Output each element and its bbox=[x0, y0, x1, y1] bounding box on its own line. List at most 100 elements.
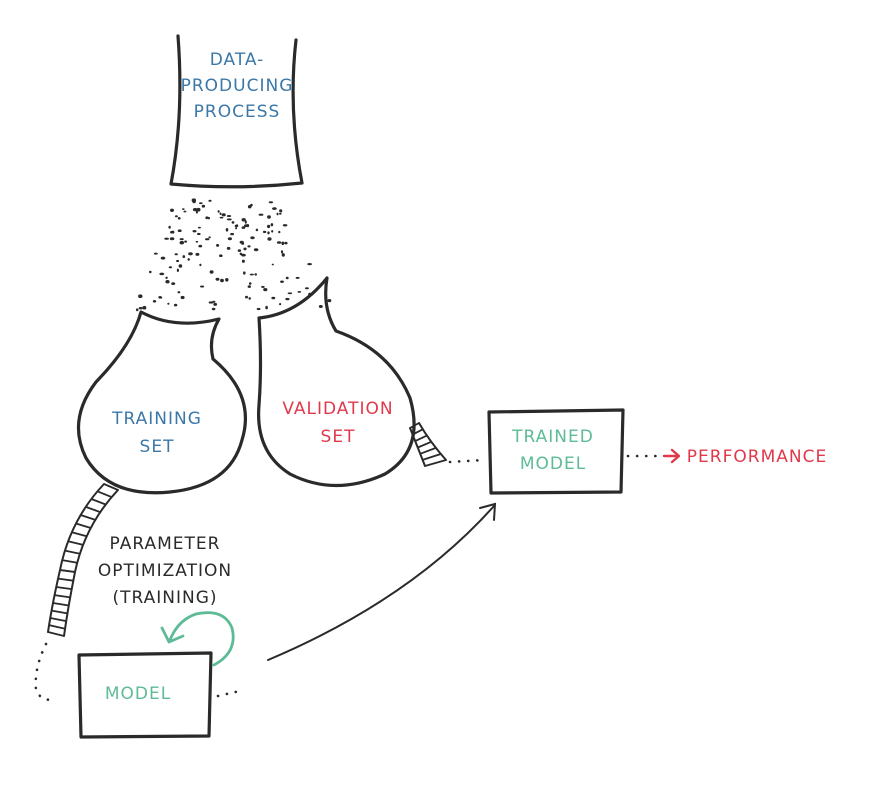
data-particle bbox=[243, 271, 246, 275]
data-particle bbox=[142, 305, 147, 310]
validation-set-label-line-2: SET bbox=[321, 427, 356, 447]
data-particle bbox=[165, 276, 168, 279]
data-particle bbox=[284, 241, 288, 245]
data-particle bbox=[267, 215, 271, 219]
data-particle bbox=[256, 307, 261, 311]
tube-rung bbox=[422, 453, 442, 461]
data-particle bbox=[192, 208, 198, 212]
data-particle bbox=[208, 301, 214, 304]
model-output-dotted-link bbox=[216, 688, 246, 698]
training-tube bbox=[47, 483, 119, 637]
data-particle bbox=[255, 228, 259, 232]
data-particle bbox=[287, 292, 293, 295]
data-particle bbox=[168, 225, 171, 229]
data-particle bbox=[295, 276, 300, 279]
data-particle bbox=[176, 268, 179, 272]
data-particle bbox=[135, 308, 139, 312]
tube-rung bbox=[75, 522, 92, 529]
data-particle bbox=[241, 253, 246, 257]
data-particle bbox=[169, 237, 175, 241]
data-particle bbox=[278, 230, 281, 234]
data-particle bbox=[235, 227, 238, 230]
data-particle bbox=[237, 249, 242, 252]
data-particle bbox=[195, 240, 199, 243]
data-particle bbox=[271, 263, 274, 266]
tube-rung bbox=[103, 483, 119, 491]
tube-rung bbox=[97, 490, 112, 498]
data-particle bbox=[180, 295, 185, 300]
data-particle bbox=[226, 218, 232, 221]
training-set-bag bbox=[76, 310, 247, 495]
data-particle bbox=[173, 303, 178, 307]
trained-model-box bbox=[487, 408, 625, 495]
data-particle bbox=[215, 277, 220, 281]
data-particle bbox=[253, 248, 259, 252]
data-particle bbox=[174, 253, 178, 256]
model-to-trained-arrow bbox=[267, 505, 495, 661]
process-label-line-2: PRODUCING bbox=[181, 76, 294, 96]
data-particle bbox=[179, 238, 184, 241]
validation-tube bbox=[409, 422, 447, 467]
data-particle bbox=[182, 255, 186, 259]
data-particle bbox=[198, 244, 203, 248]
data-particle bbox=[245, 295, 248, 299]
data-particle bbox=[297, 291, 302, 293]
data-particle bbox=[217, 210, 220, 213]
data-particle bbox=[221, 213, 226, 217]
data-particle bbox=[205, 238, 210, 241]
tube-rung bbox=[47, 631, 65, 637]
validation-dotted-link bbox=[448, 458, 486, 464]
data-particle bbox=[187, 258, 190, 261]
data-particle bbox=[171, 230, 175, 234]
data-particles bbox=[135, 198, 332, 312]
data-particle bbox=[248, 282, 252, 285]
data-particle bbox=[138, 307, 143, 310]
tube-rung bbox=[50, 617, 67, 622]
data-particle bbox=[176, 259, 180, 263]
model-label: MODEL bbox=[105, 684, 171, 704]
data-particle bbox=[199, 263, 202, 267]
data-particle bbox=[254, 273, 257, 276]
data-particle bbox=[318, 305, 323, 308]
data-particle bbox=[160, 256, 166, 260]
tube-rung bbox=[409, 422, 420, 429]
data-particle bbox=[226, 246, 231, 250]
data-particle bbox=[267, 237, 272, 241]
data-particle bbox=[216, 244, 220, 247]
training-loop-arrow-icon bbox=[160, 611, 235, 667]
data-particle bbox=[211, 307, 216, 311]
data-particle bbox=[226, 215, 232, 217]
data-particle bbox=[307, 263, 312, 266]
data-particle bbox=[263, 288, 268, 292]
optimization-label-line-1: PARAMETER bbox=[110, 534, 221, 554]
data-particle bbox=[267, 231, 270, 235]
data-particle bbox=[268, 201, 274, 204]
data-particle bbox=[271, 296, 276, 300]
validation-set-label-line-1: VALIDATION bbox=[282, 399, 393, 419]
data-particle bbox=[195, 252, 200, 256]
data-particle bbox=[276, 212, 279, 216]
tube-rung bbox=[85, 506, 101, 513]
data-particle bbox=[304, 287, 309, 290]
data-particle bbox=[270, 223, 274, 227]
tube-rung bbox=[51, 609, 68, 615]
tube-rung bbox=[52, 602, 69, 607]
training-set-label-line-2: SET bbox=[140, 437, 175, 457]
tube-rung bbox=[59, 569, 76, 573]
data-particle bbox=[168, 266, 173, 269]
performance-arrow-icon bbox=[662, 448, 681, 464]
data-particle bbox=[247, 285, 251, 288]
data-particle bbox=[174, 215, 178, 218]
model-box bbox=[77, 651, 213, 739]
tube-rung bbox=[80, 514, 96, 521]
data-particle bbox=[276, 241, 282, 244]
data-particle bbox=[177, 217, 181, 220]
data-particle bbox=[192, 230, 197, 233]
data-particle bbox=[271, 230, 274, 233]
data-particle bbox=[262, 230, 267, 234]
tube-rung bbox=[417, 440, 432, 449]
data-particle bbox=[249, 273, 254, 276]
tube-rung bbox=[412, 428, 424, 436]
data-particle bbox=[250, 236, 255, 240]
optimization-label-line-3: (TRAINING) bbox=[112, 588, 217, 608]
